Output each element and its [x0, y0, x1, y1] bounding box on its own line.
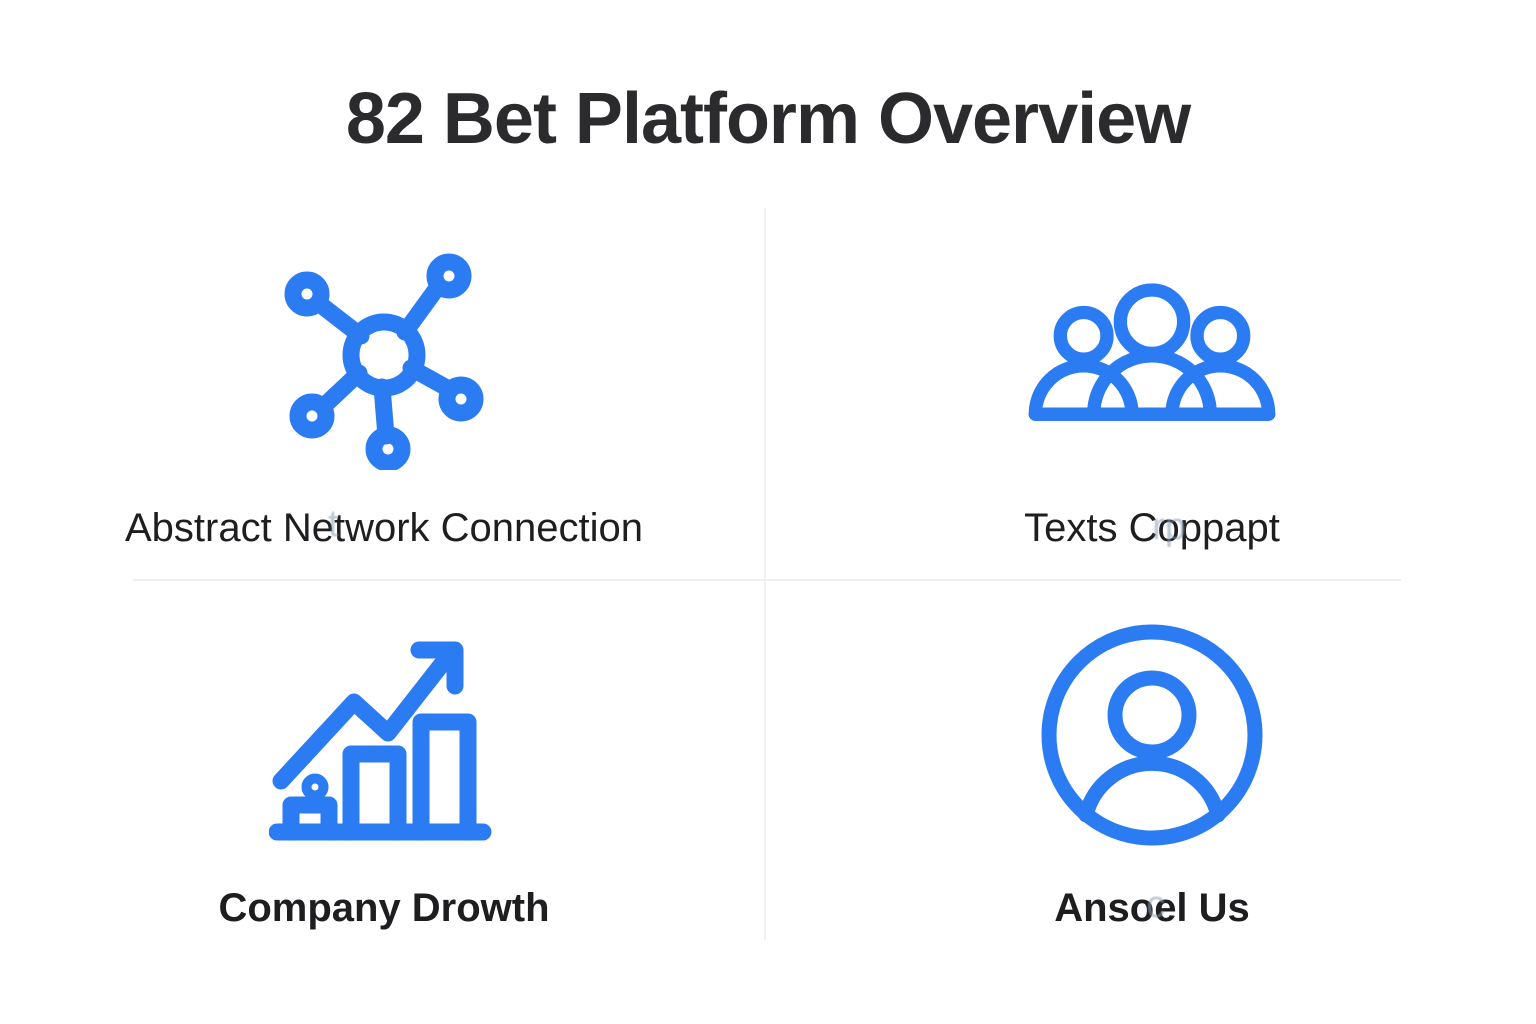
- network-hub-icon: [259, 230, 509, 480]
- feature-label-text: Ansoel Us: [1054, 886, 1250, 930]
- feature-cell-support[interactable]: Texts Coppapt rp: [768, 200, 1536, 580]
- horizontal-divider: [133, 579, 1401, 581]
- vertical-divider: [764, 208, 766, 940]
- feature-label-network: Abstract Network Connection t: [124, 503, 643, 550]
- growth-chart-icon: [259, 610, 509, 860]
- feature-label-support: Texts Coppapt rp: [1024, 506, 1280, 550]
- feature-label-growth: Company Drowth: [218, 886, 549, 930]
- feature-cell-growth[interactable]: Company Drowth: [0, 580, 768, 960]
- feature-label-text: Texts Coppapt: [1024, 506, 1280, 550]
- page-title: 82 Bet Platform Overview: [345, 79, 1191, 159]
- feature-label-text: Abstract Network Connection: [124, 506, 643, 550]
- feature-cell-contact[interactable]: Ansoel Us c: [768, 580, 1536, 960]
- feature-grid: Abstract Network Connection t: [0, 200, 1536, 960]
- feature-cell-network[interactable]: Abstract Network Connection t: [0, 200, 768, 580]
- feature-label-contact: Ansoel Us c: [1054, 884, 1250, 930]
- account-avatar-icon: [1027, 610, 1277, 860]
- people-group-icon: [1027, 230, 1277, 480]
- feature-label-text: Company Drowth: [218, 886, 550, 930]
